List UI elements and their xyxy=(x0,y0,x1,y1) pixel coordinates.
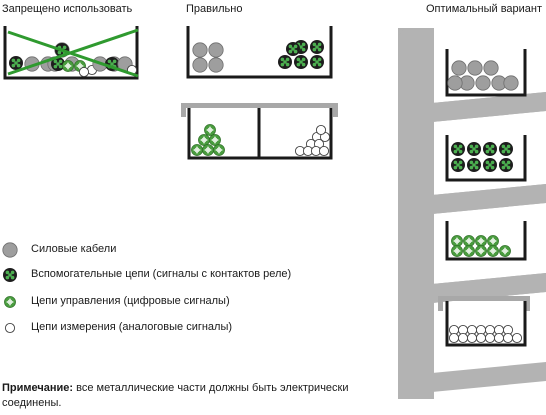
control-circuit-icon xyxy=(3,295,17,309)
optimal-tray-power xyxy=(445,49,527,97)
correct-tray xyxy=(186,26,333,79)
forbidden-cables xyxy=(9,42,138,78)
legend-measurement-label: Цепи измерения (аналоговые сигналы) xyxy=(31,321,233,333)
power-cable-icon xyxy=(2,242,18,258)
legend-power-label: Силовые кабели xyxy=(31,243,117,255)
measurement-circuit-icon xyxy=(4,322,16,334)
note-label: Примечание: xyxy=(2,382,74,394)
optimal-tray-measurement xyxy=(438,296,530,347)
optimal-tray-auxiliary xyxy=(445,135,527,182)
note: Примечание: все металлические части долж… xyxy=(2,381,382,411)
forbidden-tray xyxy=(3,26,139,80)
wall-structure xyxy=(398,28,546,399)
optimal-tray-control xyxy=(445,221,527,261)
heading-optimal: Оптимальный вариант xyxy=(426,3,543,15)
note-text: все металлические части должны быть элек… xyxy=(2,382,349,409)
prohibition-cross xyxy=(7,28,139,78)
correct-split-tray xyxy=(181,103,338,160)
legend-auxiliary-label: Вспомогательные цепи (сигналы с контакто… xyxy=(31,268,292,280)
heading-correct: Правильно xyxy=(186,3,243,15)
legend-control-label: Цепи управления (цифровые сигналы) xyxy=(31,295,230,307)
heading-forbidden: Запрещено использовать xyxy=(2,3,133,15)
auxiliary-circuit-icon xyxy=(3,268,17,282)
